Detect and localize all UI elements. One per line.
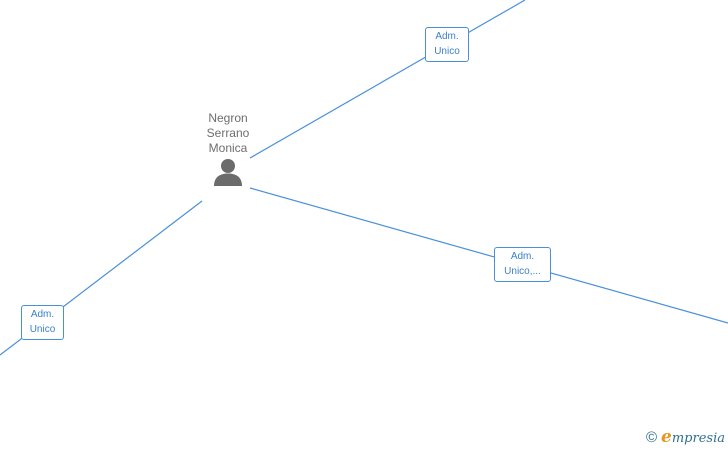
role-label-line2: Unico	[434, 46, 460, 57]
copyright-icon: ©	[645, 428, 658, 446]
role-box-adm-unico-left[interactable]: Adm. Unico	[21, 305, 64, 340]
brand-name: mpresia	[671, 431, 725, 446]
edge-right	[249, 187, 728, 324]
edge-top-right	[249, 0, 526, 159]
role-label-line1: Adm.	[510, 251, 535, 262]
empresia-watermark: © empresia	[646, 427, 725, 447]
role-box-adm-unico-right[interactable]: Adm. Unico,...	[494, 247, 551, 282]
person-icon	[214, 159, 242, 186]
brand-logo: empresia	[661, 427, 725, 447]
role-box-adm-unico-top[interactable]: Adm. Unico	[425, 27, 469, 62]
role-label-line1: Adm.	[30, 309, 55, 320]
brand-initial: e	[661, 427, 672, 447]
role-label-line1: Adm.	[435, 31, 459, 42]
person-node[interactable]: Negron Serrano Monica	[188, 111, 268, 186]
role-label-line2: Unico	[29, 324, 56, 335]
role-label-line2: Unico,...	[504, 266, 541, 277]
person-name: Negron Serrano Monica	[206, 111, 250, 155]
